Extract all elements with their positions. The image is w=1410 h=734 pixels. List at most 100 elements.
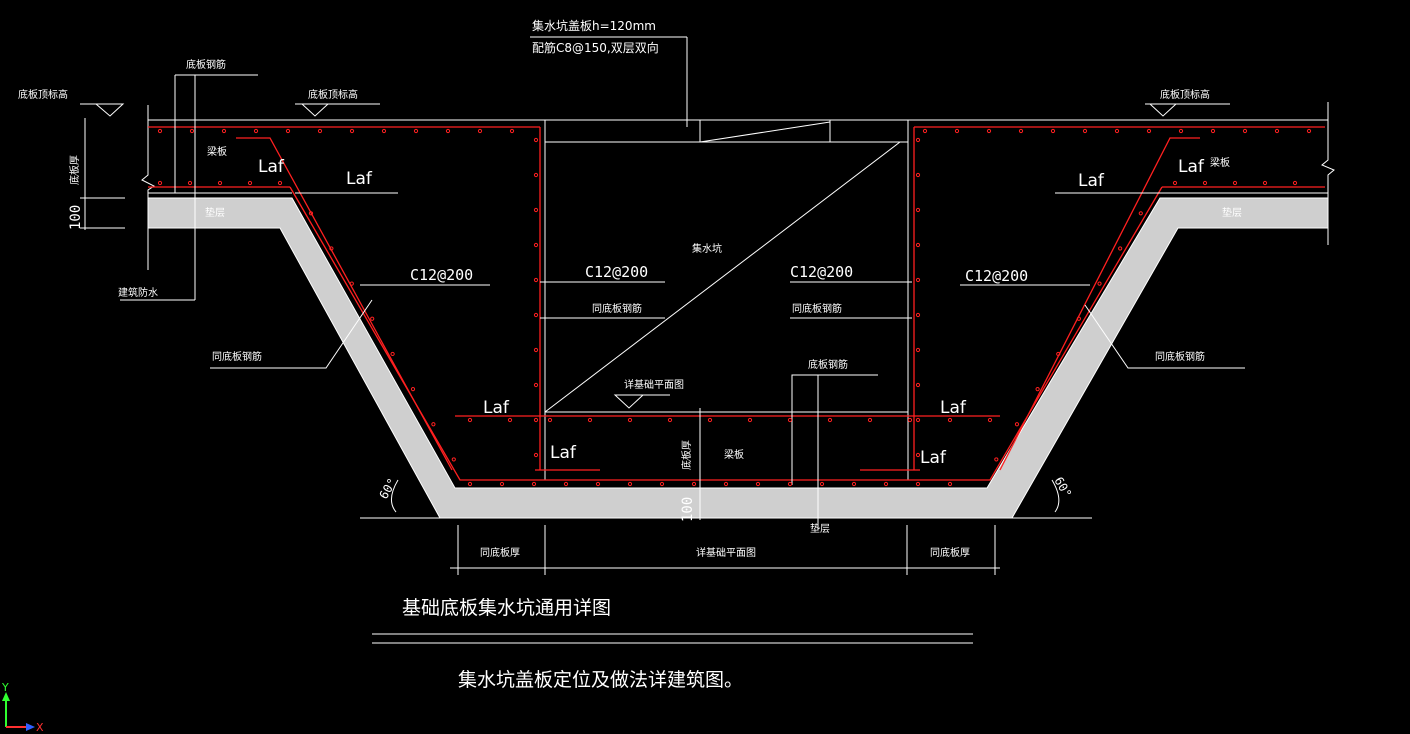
rebar-dot xyxy=(507,417,513,423)
cushion-layer xyxy=(147,197,1329,519)
rebar-dot xyxy=(915,137,921,143)
rebar-dot xyxy=(1056,351,1061,357)
inner-rebar-label: 底板钢筋 xyxy=(808,358,848,371)
rebar-dot xyxy=(187,180,193,186)
cover-rebar-label: 配筋C8@150,双层双向 xyxy=(532,40,659,55)
rebar-dot xyxy=(221,128,227,134)
rebar-dot xyxy=(189,128,195,134)
elev-left: 底板顶标高 xyxy=(18,88,68,101)
rebar-dot xyxy=(915,277,921,283)
rebar-dot xyxy=(1178,128,1184,134)
rebar-dot xyxy=(819,481,825,487)
waterproof-label: 建筑防水 xyxy=(118,286,158,299)
laf-7: Laf xyxy=(550,443,577,463)
rebar-dot xyxy=(467,417,473,423)
rebar-dot xyxy=(915,382,921,388)
rebar-dot xyxy=(1306,128,1312,134)
dim-right-label: 同底板厚 xyxy=(930,546,970,559)
rebar-dot xyxy=(277,180,283,186)
c12-1: C12@200 xyxy=(410,266,473,284)
rebar-dot xyxy=(915,242,921,248)
rebar-dot xyxy=(533,382,539,388)
c12-2: C12@200 xyxy=(585,263,648,281)
cushion-bottom: 垫层 xyxy=(810,522,830,535)
drawing-title: 基础底板集水坑通用详图 xyxy=(402,597,611,619)
rebar-dot xyxy=(1232,180,1238,186)
laf-6: Laf xyxy=(940,398,967,418)
rebar-dot xyxy=(915,312,921,318)
rebar-dot xyxy=(994,457,999,462)
rebar-dot xyxy=(533,417,539,423)
rebar-dot xyxy=(381,128,387,134)
rebar-dot xyxy=(329,246,334,251)
rebar-dot xyxy=(755,481,761,487)
cushion-right: 垫层 xyxy=(1222,206,1242,219)
see-plan-label: 详基础平面图 xyxy=(624,378,684,391)
angle-right: 60° xyxy=(1051,475,1074,501)
rebar-dot xyxy=(410,387,416,392)
rebar-dot xyxy=(533,137,539,143)
rebar-dot xyxy=(1262,180,1268,186)
axis-x-label: X xyxy=(36,721,44,734)
rebar-dot xyxy=(1035,387,1040,392)
rebar-dot xyxy=(915,172,921,178)
c12-3: C12@200 xyxy=(790,263,853,281)
laf-4: Laf xyxy=(1078,171,1105,191)
rebar-dot xyxy=(1146,128,1152,134)
rebar-dot xyxy=(915,481,921,487)
rebar-lines xyxy=(148,126,1325,481)
rebar-dot xyxy=(1118,246,1123,251)
rebar-dot xyxy=(915,417,921,423)
same-rebar-inner-left: 同底板钢筋 xyxy=(592,302,642,315)
dim-left-label: 同底板厚 xyxy=(480,546,520,559)
rebar-dot xyxy=(1138,211,1143,216)
rebar-dot xyxy=(1082,128,1088,134)
rebar-dot xyxy=(867,417,873,423)
rebar-dot xyxy=(1114,128,1120,134)
rebar-dot xyxy=(157,128,163,134)
dim-mid-label: 详基础平面图 xyxy=(696,546,756,559)
rebar-dot xyxy=(451,457,456,462)
labels: 集水坑盖板h=120mm 配筋C8@150,双层双向 底板顶标高 底板顶标高 底… xyxy=(18,18,1242,691)
laf-1: Laf xyxy=(258,157,285,177)
rebar-dot xyxy=(157,180,163,186)
same-rebar-inner-right: 同底板钢筋 xyxy=(792,302,842,315)
rebar-dot xyxy=(533,347,539,353)
rebar-dot xyxy=(217,180,223,186)
cushion-left: 垫层 xyxy=(205,206,225,219)
rebar-dot xyxy=(533,172,539,178)
rebar-dot xyxy=(533,242,539,248)
beam-right: 梁板 xyxy=(1210,156,1230,169)
rebar-dot xyxy=(1202,180,1208,186)
rebar-dot xyxy=(947,417,953,423)
same-rebar-right: 同底板钢筋 xyxy=(1155,350,1205,363)
rebar-dot xyxy=(987,417,993,423)
dim-100-center: 100 xyxy=(680,497,696,522)
rebar-dot xyxy=(1018,128,1024,134)
rebar-dot xyxy=(563,481,569,487)
rebar-dot xyxy=(431,422,436,427)
rebar-dot xyxy=(253,128,259,134)
rebar-dot xyxy=(317,128,323,134)
rebar-top-label: 底板钢筋 xyxy=(186,58,226,71)
elev-right: 底板顶标高 xyxy=(1160,88,1210,101)
beam-left: 梁板 xyxy=(207,145,227,158)
rebar-dot xyxy=(349,128,355,134)
rebar-dot xyxy=(533,452,539,458)
leader-lines xyxy=(80,36,1245,644)
rebar-dot xyxy=(915,347,921,353)
dim-100-left: 100 xyxy=(68,205,84,230)
rebar-dot xyxy=(499,481,505,487)
rebar-dot xyxy=(691,481,697,487)
rebar-dot xyxy=(477,128,483,134)
rebar-dot xyxy=(587,417,593,423)
rebar-dot xyxy=(533,207,539,213)
laf-8: Laf xyxy=(920,448,947,468)
rebar-dot xyxy=(627,481,633,487)
rebar-dot xyxy=(954,128,960,134)
angle-left: 60° xyxy=(376,476,399,502)
rebar-dot xyxy=(1292,180,1298,186)
cover-label: 集水坑盖板h=120mm xyxy=(532,18,656,33)
rebar-dot xyxy=(915,207,921,213)
